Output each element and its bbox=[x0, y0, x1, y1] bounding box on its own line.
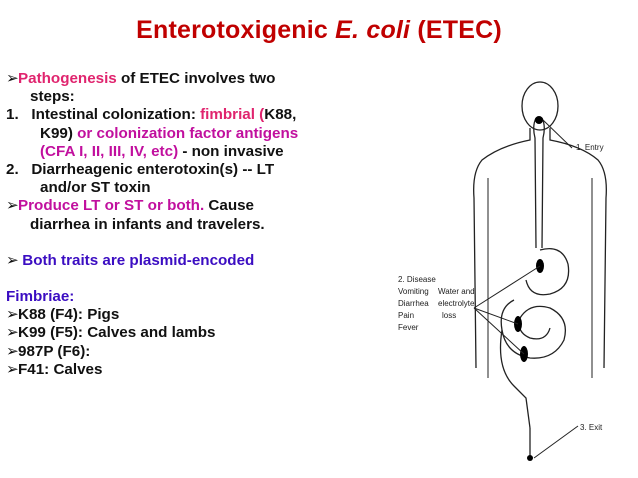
slide-title: Enterotoxigenic E. coli (ETEC) bbox=[136, 16, 502, 44]
fimbriae-item: ➢F41: Calves bbox=[6, 360, 103, 378]
svg-text:electrolyte: electrolyte bbox=[438, 299, 475, 308]
esophagus bbox=[533, 117, 537, 249]
line-diarrhea: diarrhea in infants and travelers. bbox=[30, 215, 265, 233]
label-disease: 2. Disease bbox=[398, 275, 436, 284]
body-diagram: 1. Entry 2. Disease Vomiting Diarrhea Pa… bbox=[398, 81, 607, 461]
line-plasmid: ➢ Both traits are plasmid-encoded bbox=[6, 251, 255, 269]
bullet-arrow-icon: ➢ bbox=[6, 306, 19, 324]
slide-body: ➢Pathogenesis of ETEC involves two steps… bbox=[6, 70, 386, 379]
svg-text:Fever: Fever bbox=[398, 323, 419, 332]
label-entry: 1. Entry bbox=[576, 143, 604, 152]
svg-text:Pain: Pain bbox=[398, 311, 414, 320]
body-outline bbox=[473, 128, 607, 369]
intestines bbox=[500, 299, 567, 359]
fimbriae-heading: Fimbriae: bbox=[6, 288, 75, 306]
head-outline bbox=[521, 81, 559, 131]
label-exit: 3. Exit bbox=[580, 423, 603, 432]
bullet-arrow-icon: ➢ bbox=[6, 251, 19, 269]
line-step1-cont: K99) or colonization factor antigens bbox=[40, 124, 299, 142]
bullet-arrow-icon: ➢ bbox=[6, 360, 19, 378]
line-step2-cont: and/or ST toxin bbox=[40, 179, 151, 197]
exit-dot bbox=[527, 455, 533, 461]
title-italic: E. coli bbox=[335, 16, 411, 44]
line-cfa: (CFA I, II, III, IV, etc) - non invasive bbox=[40, 142, 284, 160]
line-step1: 1. Intestinal colonization: fimbrial (K8… bbox=[6, 106, 297, 124]
fimbriae-item: ➢K88 (F4): Pigs bbox=[6, 306, 120, 324]
line-pathogenesis: ➢Pathogenesis of ETEC involves two bbox=[6, 70, 276, 87]
fimbriae-item: ➢K99 (F5): Calves and lambs bbox=[6, 324, 216, 342]
bullet-arrow-icon: ➢ bbox=[6, 342, 19, 360]
bullet-arrow-icon: ➢ bbox=[6, 197, 19, 215]
stomach bbox=[525, 247, 570, 296]
svg-text:Vomiting: Vomiting bbox=[398, 287, 429, 296]
line-step2: 2. Diarrheagenic enterotoxin(s) -- LT bbox=[6, 161, 275, 179]
label-loss: Water and bbox=[438, 287, 475, 296]
fimbriae-item: ➢987P (F6): bbox=[6, 342, 91, 360]
line-produce: ➢Produce LT or ST or both. Cause bbox=[6, 197, 254, 215]
bullet-arrow-icon: ➢ bbox=[6, 70, 19, 87]
entry-dot bbox=[535, 116, 543, 124]
svg-text:loss: loss bbox=[442, 311, 456, 320]
svg-text:Diarrhea: Diarrhea bbox=[398, 299, 429, 308]
bullet-arrow-icon: ➢ bbox=[6, 324, 19, 342]
line-steps: steps: bbox=[30, 88, 75, 106]
